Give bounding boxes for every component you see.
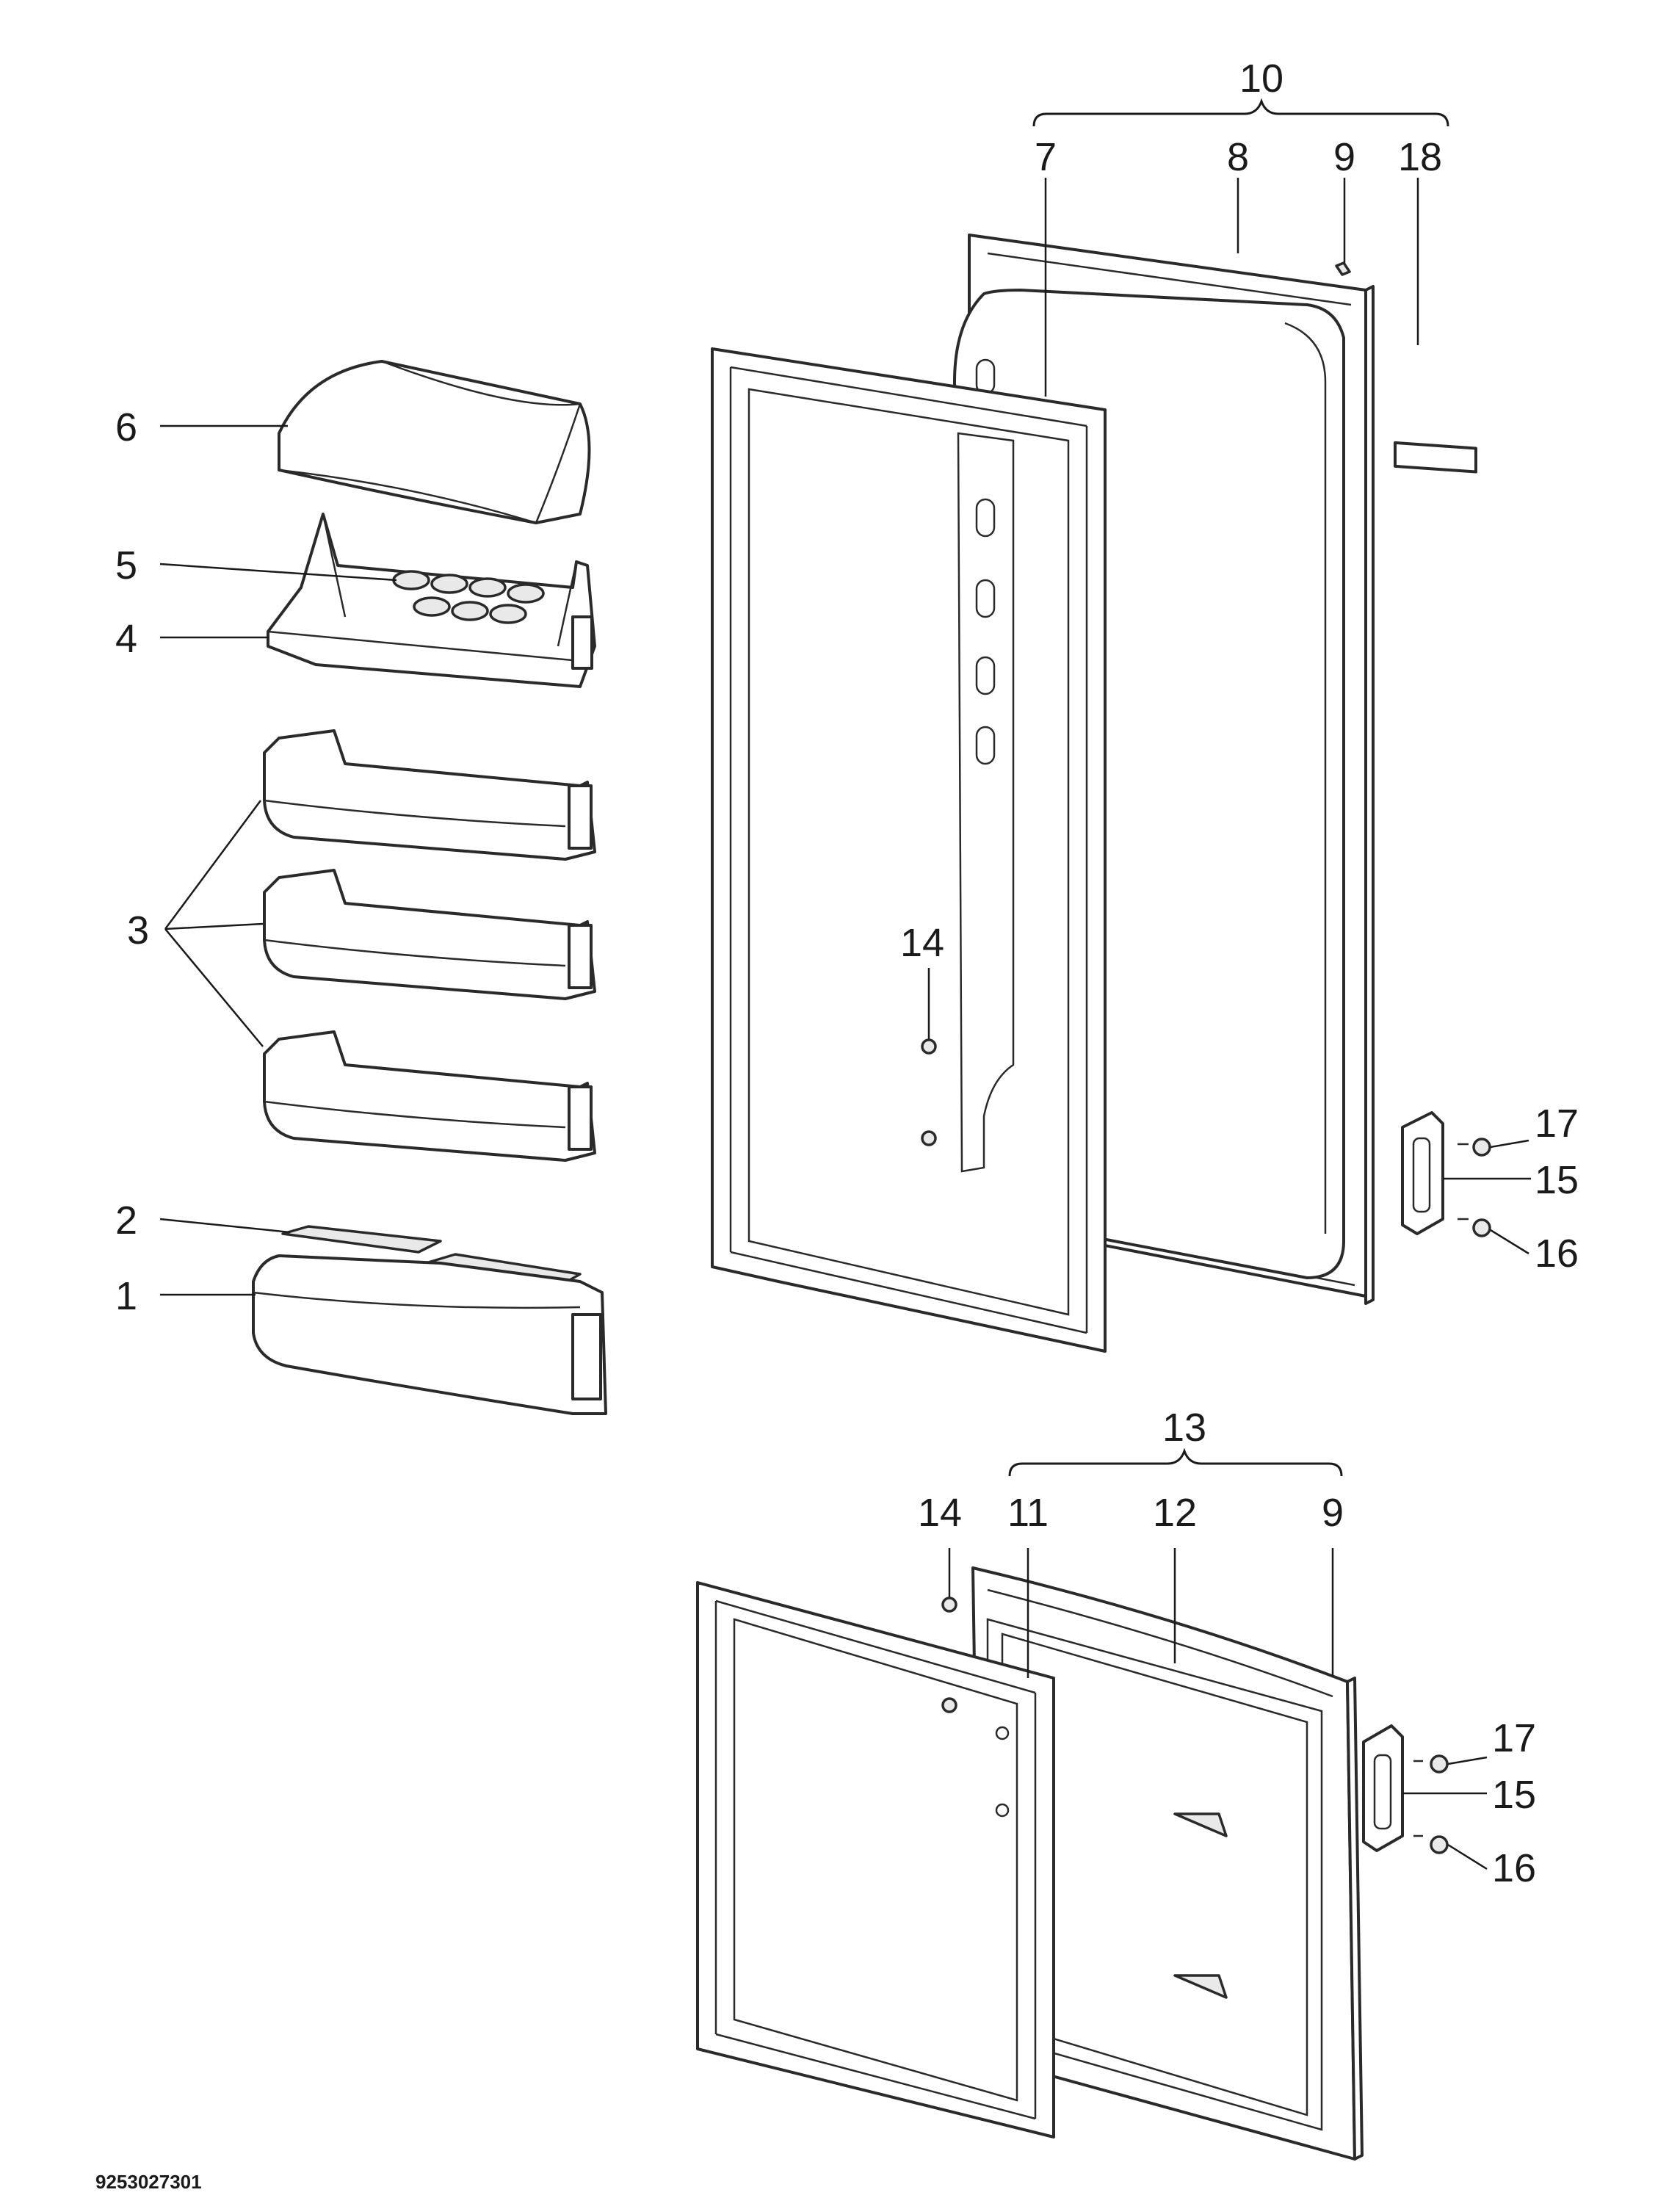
- callout-9-bottom: 9: [1322, 1491, 1344, 1535]
- leader-lines: [159, 178, 1531, 1870]
- callout-10: 10: [1239, 57, 1283, 101]
- callout-15-bottom: 15: [1492, 1773, 1536, 1817]
- callout-7: 7: [1035, 135, 1057, 179]
- callout-2: 2: [115, 1198, 137, 1243]
- handle-cap-bottom-upper: [1430, 1754, 1449, 1774]
- screw-top-b: [921, 1130, 937, 1146]
- callout-14-bottom: 14: [918, 1491, 962, 1535]
- handle-cap-top-lower: [1472, 1218, 1491, 1237]
- freezer-door-outer: [971, 1566, 1364, 2161]
- freezer-door-gasket: [696, 1581, 1055, 2138]
- callout-16-top: 16: [1535, 1232, 1579, 1276]
- callout-6: 6: [115, 405, 137, 449]
- brace-10: [1032, 98, 1449, 127]
- callout-18: 18: [1398, 135, 1442, 179]
- callout-3: 3: [127, 908, 149, 952]
- door-balcony-upper: [263, 729, 596, 861]
- callout-14-top: 14: [900, 921, 944, 965]
- callout-15-top: 15: [1535, 1158, 1579, 1202]
- door-balcony-lower: [263, 1030, 596, 1162]
- screw-top-a: [921, 1038, 937, 1055]
- bottle-balcony: [252, 1254, 607, 1415]
- callout-1: 1: [115, 1274, 137, 1318]
- callout-16-bottom: 16: [1492, 1846, 1536, 1890]
- hinge-bushing-top: [1335, 261, 1351, 276]
- callout-17-bottom: 17: [1492, 1716, 1536, 1760]
- screw-bottom-a: [941, 1597, 957, 1613]
- handle-cover: [1394, 441, 1477, 474]
- callout-9-top: 9: [1333, 135, 1355, 179]
- screw-bottom-b: [941, 1697, 957, 1713]
- door-handle-top: [1401, 1111, 1469, 1235]
- callout-8: 8: [1227, 135, 1249, 179]
- callout-11: 11: [1007, 1491, 1049, 1535]
- door-handle-bottom: [1362, 1724, 1423, 1852]
- callout-17-top: 17: [1535, 1102, 1579, 1146]
- callout-4: 4: [115, 617, 137, 661]
- callout-12: 12: [1153, 1491, 1197, 1535]
- handle-cap-bottom-lower: [1430, 1835, 1449, 1854]
- handle-cap-top-upper: [1472, 1138, 1491, 1157]
- door-balcony-middle: [263, 869, 596, 1000]
- fridge-door-gasket: [711, 347, 1107, 1353]
- brace-13: [1008, 1447, 1343, 1477]
- dairy-compartment-lid: [278, 360, 591, 524]
- callout-5: 5: [115, 543, 137, 588]
- fridge-door-liner: [957, 432, 1015, 1173]
- callout-13: 13: [1162, 1406, 1206, 1450]
- drawing-code: 9253027301: [95, 2171, 202, 2193]
